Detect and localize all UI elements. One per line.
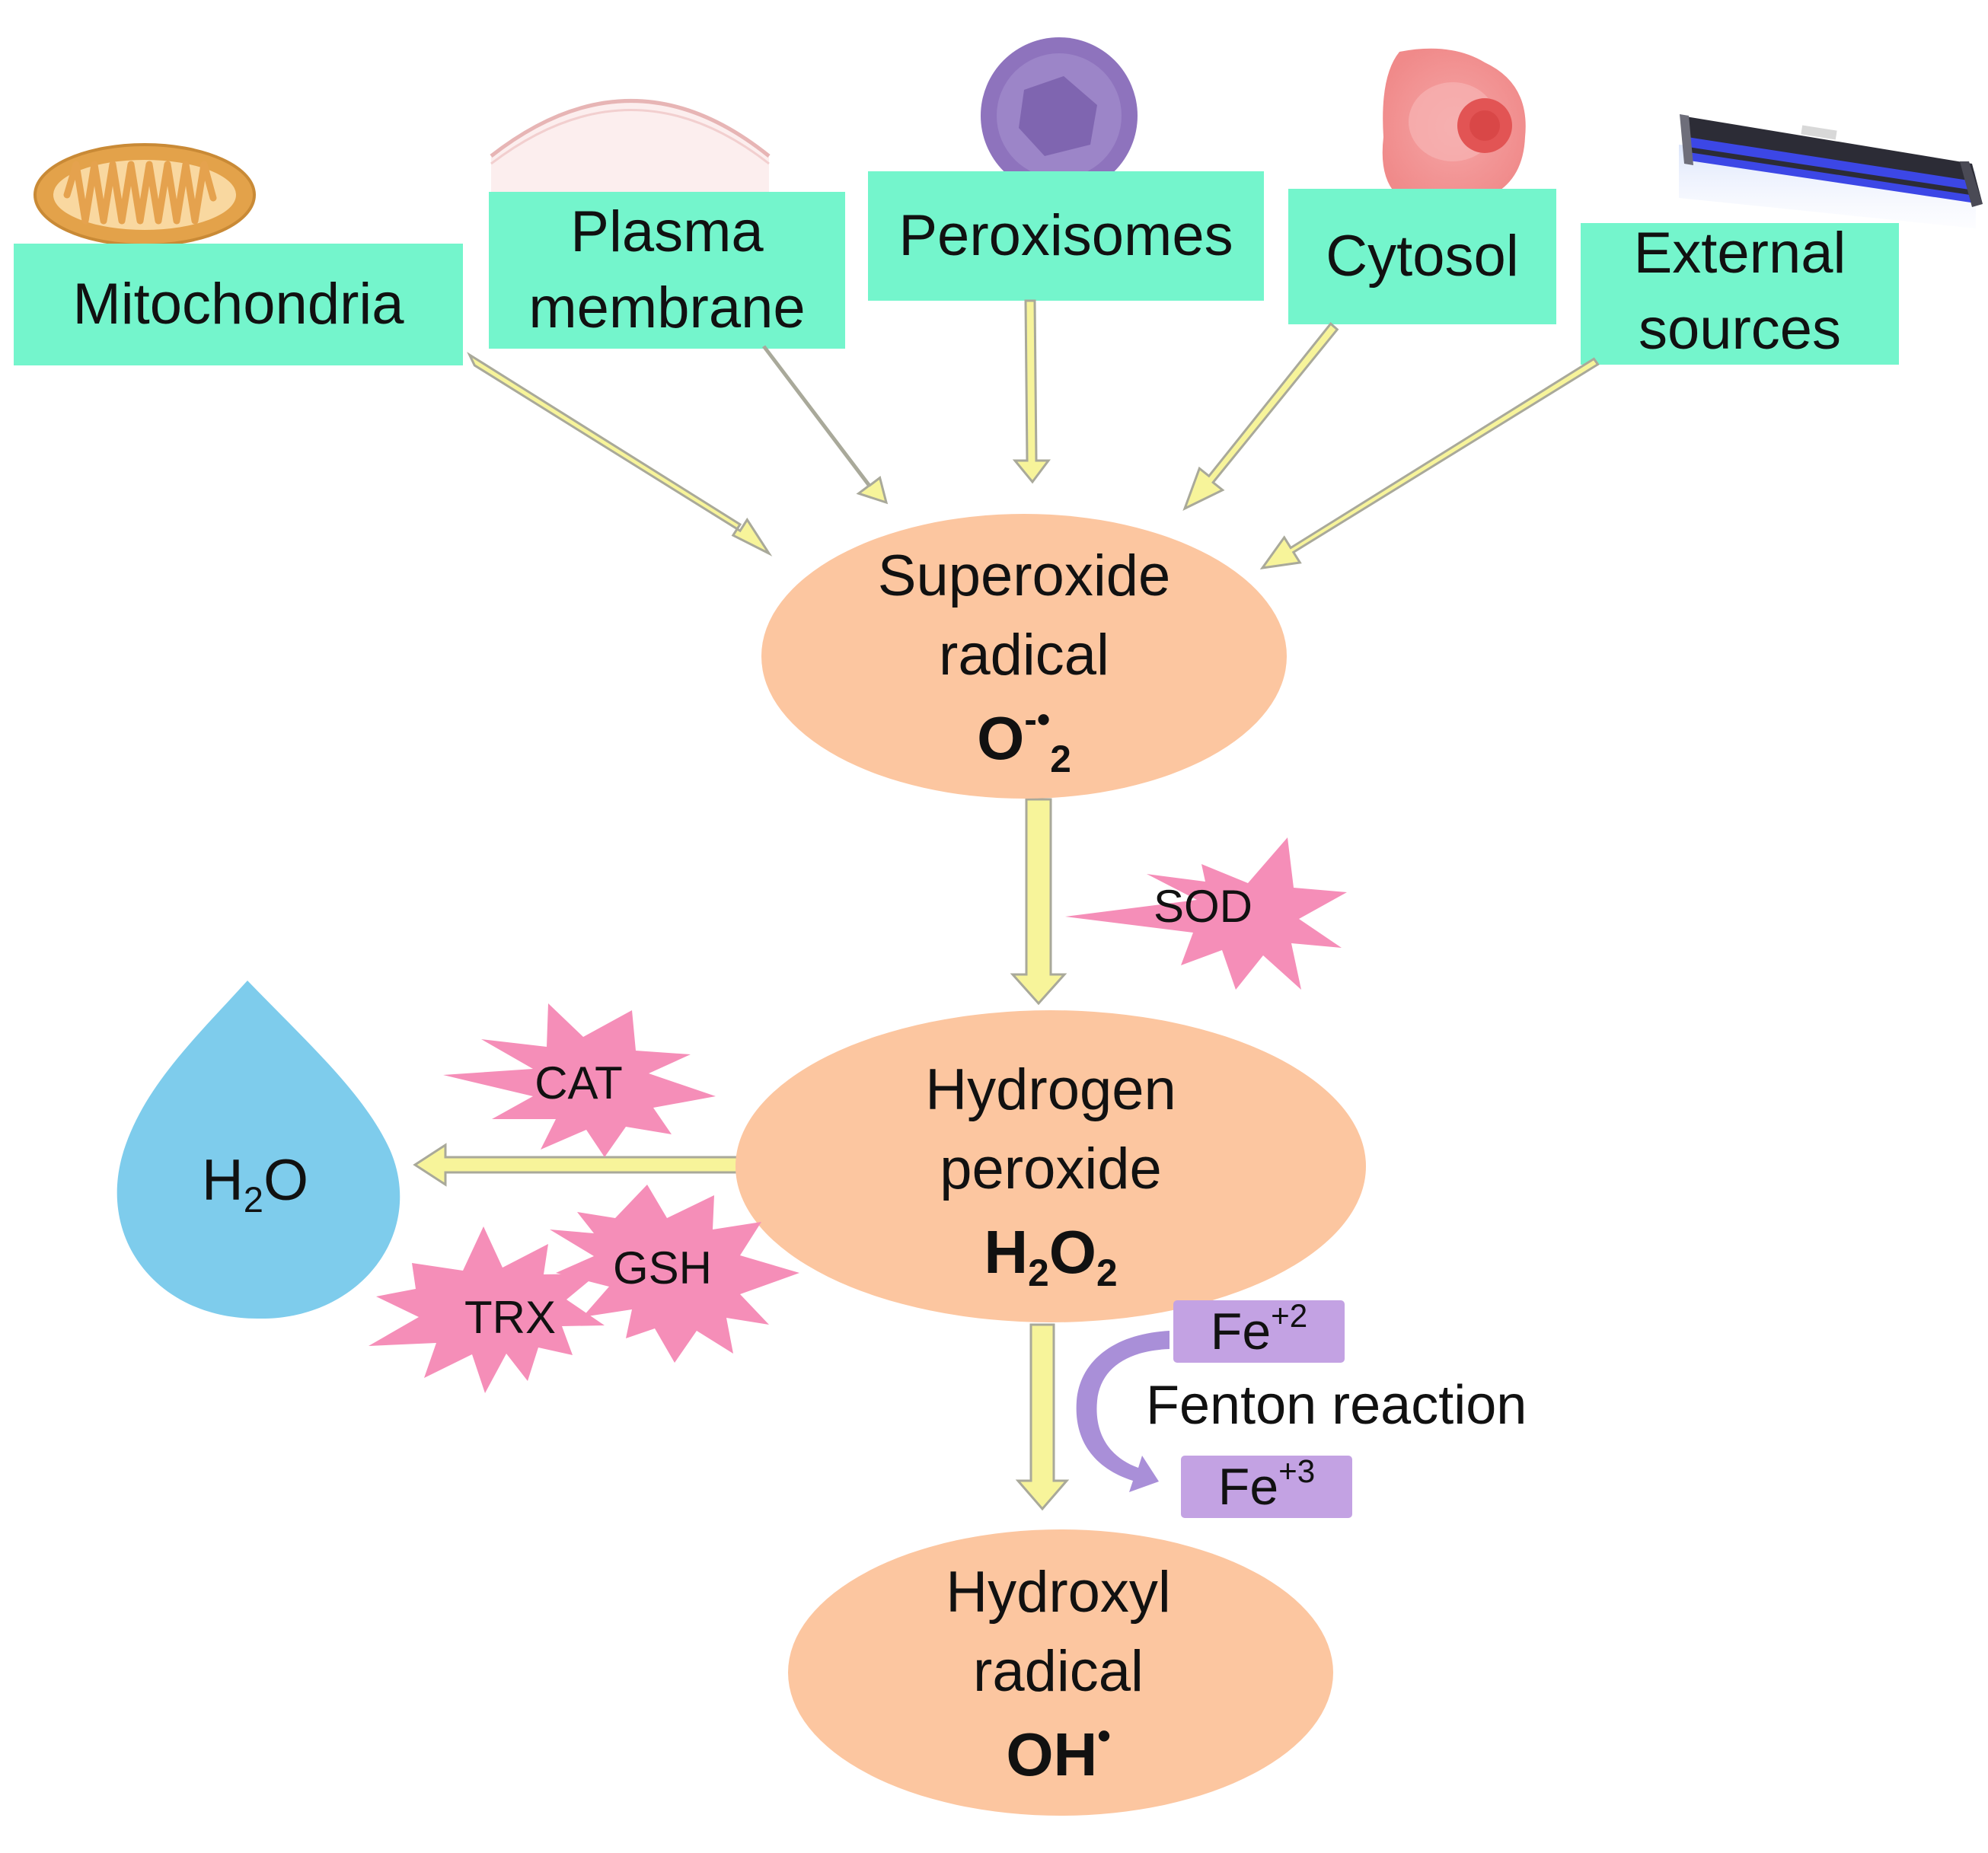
fe3-text: Fe+3 — [1217, 1455, 1315, 1517]
water-formula-h: H — [201, 1147, 244, 1213]
peroxide-formula-h: H — [984, 1217, 1029, 1286]
superoxide-label: Superoxide radical O-•2 — [761, 525, 1287, 792]
superoxide-line2: radical — [939, 622, 1109, 687]
fenton-reaction-text: Fenton reaction — [1146, 1375, 1527, 1436]
superoxide-line1: Superoxide — [877, 544, 1171, 609]
hydroxyl-formula-base: OH — [1006, 1720, 1098, 1788]
external-sources-label: External sources — [1581, 215, 1899, 362]
hydroxyl-line1: Hydroxyl — [946, 1560, 1171, 1625]
fe3-box — [1181, 1456, 1352, 1518]
cat-burst-icon — [443, 1003, 716, 1157]
mitochondria-icon — [34, 143, 256, 247]
gsh-text: GSH — [612, 1242, 713, 1293]
gsh-burst-icon — [550, 1185, 799, 1363]
fe2-label: Fe+2 — [1173, 1300, 1345, 1363]
superoxide-formula-sub: 2 — [1050, 738, 1071, 781]
peroxide-formula-o: O — [1048, 1217, 1096, 1286]
fenton-curved-arrow — [1076, 1331, 1170, 1492]
fe2-sup: +2 — [1271, 1297, 1308, 1334]
arrow-peroxisomes-to-superoxide — [1012, 299, 1051, 484]
plasma-membrane-icon — [490, 99, 771, 198]
external-sources-box — [1581, 223, 1899, 365]
hydroxyl-oval — [788, 1529, 1333, 1816]
external-sources-text-2: sources — [1638, 297, 1842, 362]
cat-label: CAT — [503, 1052, 655, 1113]
plasma-membrane-text-1: Plasma — [570, 199, 764, 264]
peroxisome-icon — [981, 37, 1138, 194]
arrow-plasma-membrane-to-superoxide — [762, 345, 889, 505]
peroxide-formula-o-sub: 2 — [1096, 1252, 1118, 1295]
sod-label: SOD — [1119, 875, 1287, 936]
fe2-base: Fe — [1210, 1303, 1272, 1360]
water-formula-o: O — [263, 1147, 309, 1213]
cytosol-label: Cytosol — [1288, 189, 1556, 324]
fe3-sup: +3 — [1278, 1453, 1316, 1489]
water-label: H2O — [160, 1142, 350, 1218]
peroxide-label: Hydrogen peroxide H2O2 — [761, 1043, 1340, 1302]
gsh-label: GSH — [586, 1237, 739, 1298]
hydroxyl-line2: radical — [973, 1638, 1144, 1704]
mitochondria-text: Mitochondria — [72, 271, 404, 336]
mitochondria-box — [14, 244, 463, 365]
superoxide-formula-base: O — [977, 703, 1025, 772]
hydroxyl-label: Hydroxyl radical OH• — [792, 1545, 1325, 1804]
peroxide-formula-h-sub: 2 — [1028, 1252, 1049, 1295]
peroxide-line2: peroxide — [940, 1136, 1162, 1201]
trx-text: TRX — [464, 1291, 556, 1343]
fenton-reaction-label: Fenton reaction — [1146, 1374, 1618, 1443]
mitochondria-label: Mitochondria — [14, 244, 463, 365]
water-drop-icon — [116, 981, 400, 1319]
arrow-peroxide-to-water — [413, 1143, 739, 1187]
fe3-label: Fe+3 — [1181, 1455, 1352, 1518]
peroxisomes-text: Peroxisomes — [898, 203, 1233, 268]
arrow-mitochondria-to-superoxide — [467, 352, 773, 557]
fe2-box — [1173, 1300, 1345, 1363]
plasma-membrane-label: Plasma membrane — [489, 192, 845, 349]
peroxisomes-label: Peroxisomes — [868, 171, 1264, 301]
cytosol-box — [1288, 189, 1556, 324]
peroxisomes-box — [868, 171, 1264, 301]
cell-icon — [1382, 48, 1526, 206]
arrow-peroxide-to-hydroxyl — [1015, 1323, 1070, 1511]
plasma-membrane-text-2: membrane — [528, 276, 806, 340]
fe3-base: Fe — [1217, 1458, 1279, 1516]
water-formula-sub: 2 — [243, 1178, 263, 1220]
superoxide-formula-sup: -• — [1024, 698, 1051, 742]
sod-burst-icon — [1065, 837, 1347, 990]
peroxide-line1: Hydrogen — [925, 1057, 1176, 1123]
cat-text: CAT — [534, 1057, 623, 1108]
peroxide-formula: H2O2 — [984, 1211, 1117, 1294]
plasma-membrane-box — [489, 192, 845, 349]
superoxide-formula: O-•2 — [977, 697, 1071, 780]
sod-text: SOD — [1153, 880, 1253, 932]
peroxide-oval — [736, 1010, 1366, 1322]
water-formula: H2O — [201, 1147, 309, 1218]
trx-burst-icon — [369, 1226, 605, 1393]
arrow-superoxide-to-peroxide — [1010, 798, 1067, 1006]
hydroxyl-formula-sup: • — [1097, 1714, 1111, 1758]
superoxide-oval — [761, 514, 1287, 799]
hydroxyl-formula: OH• — [1006, 1714, 1110, 1797]
cytosol-text: Cytosol — [1326, 223, 1519, 289]
arrow-external-to-superoxide — [1259, 357, 1600, 569]
external-sources-text-1: External — [1633, 221, 1846, 285]
arrow-cytosol-to-superoxide — [1182, 322, 1339, 511]
trx-label: TRX — [434, 1287, 586, 1347]
uv-lamp-icon — [1679, 114, 1983, 228]
fe2-text: Fe+2 — [1210, 1300, 1307, 1361]
